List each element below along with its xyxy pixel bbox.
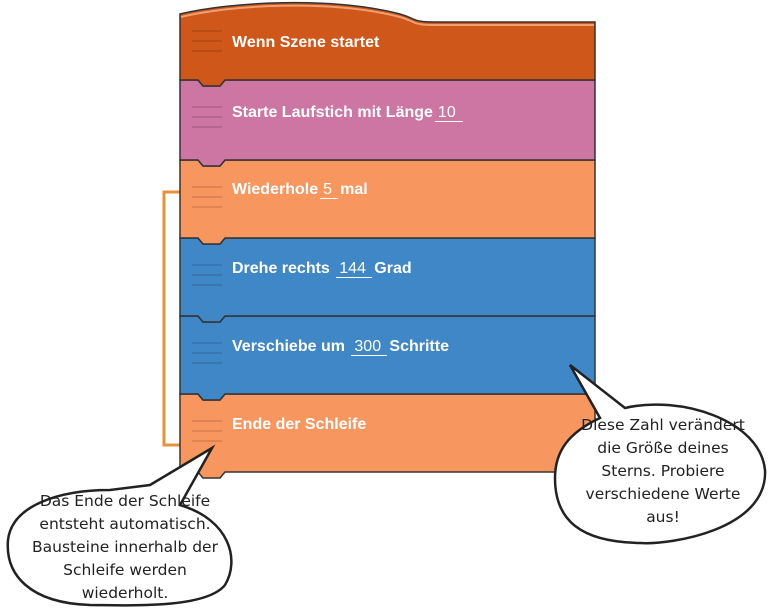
block-end-loop[interactable]: Ende der Schleife bbox=[232, 416, 366, 434]
block-label: Wiederhole bbox=[232, 181, 319, 198]
block-label: Ende der Schleife bbox=[232, 416, 367, 433]
block-move-shape[interactable] bbox=[179, 315, 596, 401]
bubble-line: verschiedene Werte bbox=[585, 485, 741, 503]
steps-input[interactable]: 300 bbox=[351, 338, 388, 356]
block-label: Wenn Szene startet bbox=[232, 34, 380, 51]
block-label: Verschiebe um bbox=[232, 338, 345, 355]
loop-bracket bbox=[162, 190, 180, 447]
bubble-line: Sterns. Probiere bbox=[601, 462, 725, 480]
drag-grip-3[interactable] bbox=[192, 186, 222, 214]
bubble-line: die Größe deines bbox=[597, 439, 729, 457]
block-turn-right-shape[interactable] bbox=[179, 237, 596, 323]
bubble-line: Diese Zahl verändert bbox=[581, 416, 745, 434]
block-label-suffix: mal bbox=[340, 181, 368, 198]
speech-bubble-left bbox=[6, 444, 233, 607]
bubble-line: Bausteine innerhalb der bbox=[32, 538, 218, 556]
drag-grip-1[interactable] bbox=[192, 30, 222, 58]
bubble-line: entsteht automatisch. bbox=[39, 515, 211, 533]
repeat-count-input[interactable]: 5 bbox=[320, 181, 339, 199]
speech-bubble-right bbox=[553, 364, 767, 545]
speech-bubble-right-text: Diese Zahl verändert die Größe deines St… bbox=[565, 414, 761, 529]
angle-input[interactable]: 144 bbox=[336, 260, 373, 278]
drag-grip-6[interactable] bbox=[192, 420, 222, 448]
bubble-line: Schleife werden bbox=[63, 561, 187, 579]
length-input[interactable]: 10 bbox=[434, 104, 463, 122]
speech-bubble-left-text: Das Ende der Schleife entsteht automatis… bbox=[10, 490, 240, 605]
block-when-scene-starts-shape[interactable] bbox=[179, 1, 596, 87]
block-end-loop-shape[interactable] bbox=[179, 393, 596, 479]
drag-grip-5[interactable] bbox=[192, 342, 222, 370]
block-running-stitch-shape[interactable] bbox=[179, 79, 596, 167]
drag-grip-2[interactable] bbox=[192, 106, 222, 134]
block-label: Drehe rechts bbox=[232, 260, 330, 277]
block-when-scene-starts[interactable]: Wenn Szene startet bbox=[232, 34, 379, 52]
drag-grip-4[interactable] bbox=[192, 264, 222, 292]
bubble-line: aus! bbox=[646, 508, 680, 526]
block-label-suffix: Schritte bbox=[389, 338, 449, 355]
hat-highlight bbox=[180, 4, 594, 26]
bubble-line: wiederholt. bbox=[81, 584, 169, 602]
bubble-line: Das Ende der Schleife bbox=[39, 492, 211, 510]
block-label: Starte Laufstich mit Länge bbox=[232, 104, 433, 121]
block-repeat-shape[interactable] bbox=[179, 159, 596, 245]
block-label-suffix: Grad bbox=[374, 260, 412, 277]
